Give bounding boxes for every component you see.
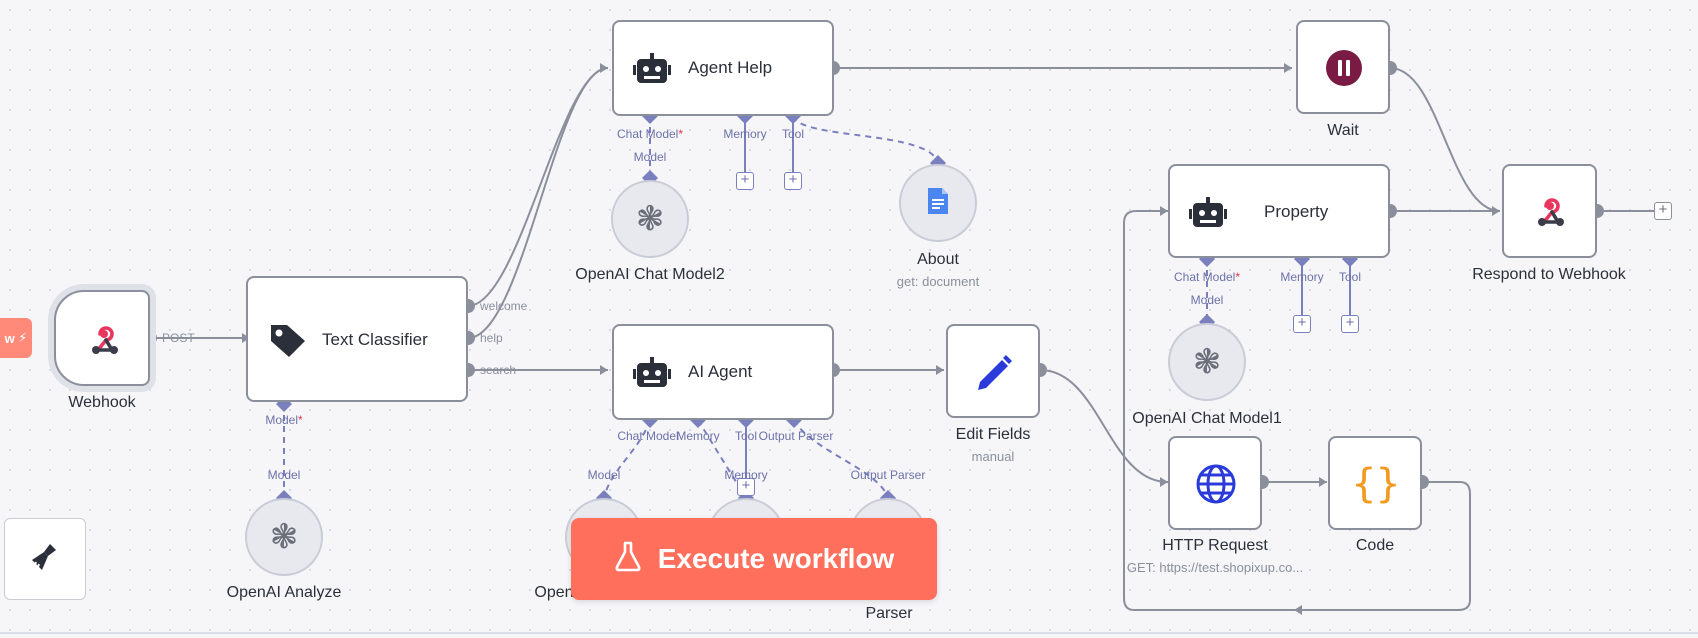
- node-code[interactable]: {}: [1328, 436, 1422, 530]
- property-add-memory-button[interactable]: +: [1293, 315, 1311, 333]
- execute-workflow-button[interactable]: Execute workflow: [571, 518, 937, 600]
- node-title: Text Classifier: [322, 330, 428, 349]
- webhook-label: Webhook: [68, 394, 136, 411]
- ai-agent-model-label: Model: [587, 468, 621, 482]
- edge-wait-respond: [1389, 67, 1501, 212]
- edge-classifier-agenthelp-2: [467, 67, 609, 339]
- node-ai-agent[interactable]: AI Agent: [612, 324, 834, 420]
- tag-icon: [266, 320, 310, 360]
- classifier-output-welcome: welcome: [480, 299, 528, 313]
- openai-chat-model2-label: OpenAI Chat Model2: [575, 266, 725, 283]
- node-webhook[interactable]: [54, 290, 150, 386]
- about-sublabel: get: document: [896, 274, 980, 289]
- classifier-output-help: help: [480, 331, 503, 345]
- wait-label: Wait: [1327, 122, 1359, 139]
- edit-fields-label: Edit Fields: [955, 426, 1031, 443]
- node-edit-fields[interactable]: [946, 324, 1040, 418]
- code-label: Code: [1355, 537, 1395, 554]
- robot-icon: [1188, 194, 1228, 230]
- pencil-icon: [972, 350, 1016, 394]
- openai-icon: ❃: [635, 200, 665, 238]
- code-braces-icon: {}: [1351, 461, 1401, 507]
- ai-agent-parser-node-label: Parser: [865, 605, 913, 622]
- agent-help-chat-model-port: Chat Model*: [616, 127, 684, 141]
- agent-help-tool-port: Tool: [781, 127, 805, 141]
- ai-agent-model-node-label: Open: [534, 584, 574, 601]
- agent-help-add-tool-button[interactable]: +: [784, 172, 802, 190]
- property-chat-model-port: Chat Model*: [1173, 270, 1241, 284]
- ai-agent-memory-port: Memory: [676, 429, 720, 443]
- canvas-bottom-border: [0, 632, 1698, 634]
- node-openai-chat-model2[interactable]: ❃: [611, 180, 689, 258]
- about-label: About: [917, 251, 959, 268]
- classifier-output-search: search: [480, 363, 517, 377]
- robot-icon: [632, 50, 672, 86]
- broom-icon: [28, 540, 62, 579]
- property-tool-port: Tool: [1338, 270, 1362, 284]
- node-title: Property: [1264, 202, 1329, 221]
- node-openai-analyze[interactable]: ❃: [245, 498, 323, 576]
- property-memory-port: Memory: [1280, 270, 1324, 284]
- node-property[interactable]: Property: [1168, 164, 1390, 258]
- globe-icon: [1194, 462, 1238, 506]
- openai-icon: ❃: [1192, 343, 1222, 381]
- ai-agent-tool-port: Tool: [734, 429, 758, 443]
- agent-help-add-memory-button[interactable]: +: [736, 172, 754, 190]
- ai-agent-add-tool-button[interactable]: +: [737, 478, 755, 496]
- openai-analyze-label: OpenAI Analyze: [226, 584, 342, 601]
- node-openai-chat-model1[interactable]: ❃: [1168, 323, 1246, 401]
- node-text-classifier[interactable]: Text Classifier: [246, 276, 468, 402]
- model1-port-label: Model: [1190, 293, 1224, 307]
- openai-icon: ❃: [269, 518, 299, 556]
- node-wait[interactable]: [1296, 20, 1390, 114]
- node-respond-to-webhook[interactable]: [1502, 164, 1597, 258]
- node-agent-help[interactable]: Agent Help: [612, 20, 834, 116]
- respond-add-next-button[interactable]: +: [1654, 202, 1672, 220]
- ai-agent-memory-label: Memory: [724, 468, 768, 482]
- classifier-model-port: Model*: [265, 413, 303, 427]
- edit-fields-sublabel: manual: [971, 449, 1015, 464]
- webhook-icon: [84, 320, 124, 360]
- ai-agent-chat-model-port: Chat Model: [617, 429, 679, 443]
- robot-icon: [632, 354, 672, 390]
- analyze-model-label: Model: [267, 468, 301, 482]
- edge-editfields-http: [1039, 369, 1169, 483]
- webhook-output-label: POST: [162, 331, 195, 345]
- webhook-icon: [1530, 192, 1570, 232]
- agent-help-memory-port: Memory: [723, 127, 767, 141]
- model2-port-label: Model: [633, 150, 667, 164]
- node-title: Agent Help: [688, 58, 773, 77]
- trigger-tab[interactable]: w ⚡: [0, 318, 32, 358]
- node-http-request[interactable]: [1168, 436, 1262, 530]
- property-add-tool-button[interactable]: +: [1341, 315, 1359, 333]
- pause-icon: [1324, 48, 1364, 88]
- ai-agent-parser-label: Output Parser: [850, 468, 926, 482]
- respond-to-webhook-label: Respond to Webhook: [1472, 266, 1626, 283]
- execute-workflow-label: Execute workflow: [657, 543, 895, 574]
- flask-icon: [614, 540, 642, 579]
- openai-chat-model1-label: OpenAI Chat Model1: [1132, 410, 1282, 427]
- node-title: AI Agent: [688, 362, 753, 381]
- document-icon: [926, 186, 950, 221]
- node-about[interactable]: [899, 164, 977, 242]
- http-request-label: HTTP Request: [1162, 537, 1268, 554]
- ai-agent-output-parser-port: Output Parser: [758, 429, 834, 443]
- http-request-sublabel: GET: https://test.shopixup.co...: [1126, 560, 1304, 575]
- tidy-up-button[interactable]: [4, 518, 86, 600]
